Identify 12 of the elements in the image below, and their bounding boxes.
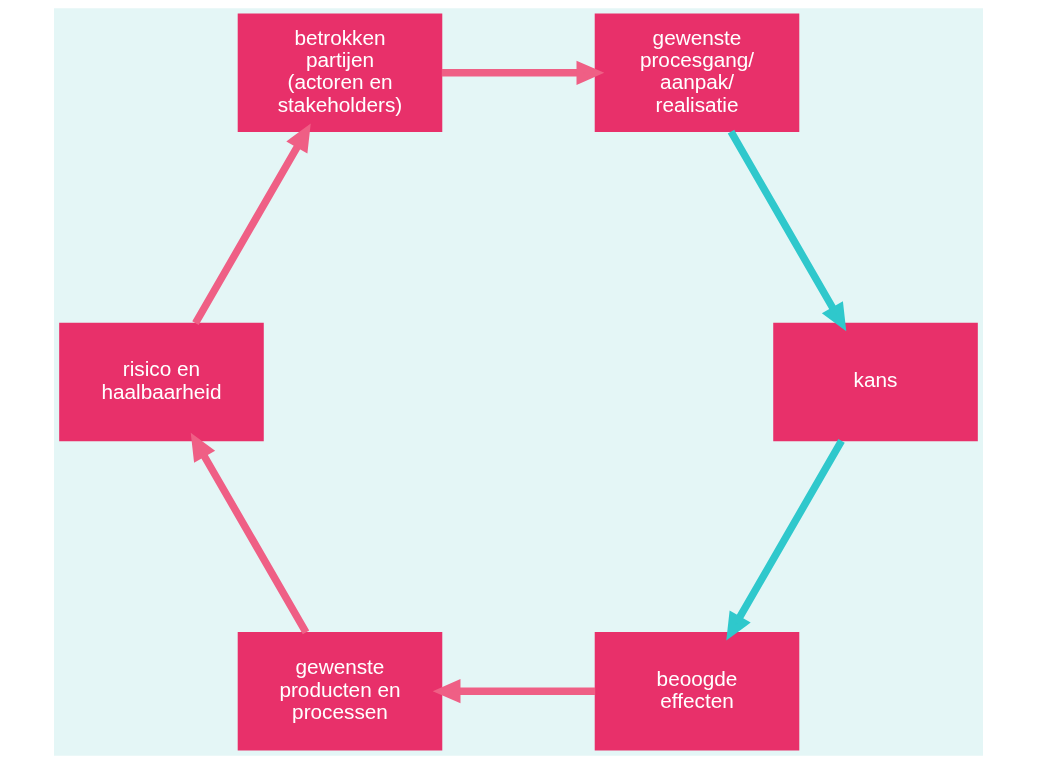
node-box: betrokken partijen (actoren en stakeholders): [237, 13, 443, 133]
node-box: gewenste producten en processen: [237, 631, 443, 751]
node-box: beoogde effecten: [594, 631, 800, 751]
arrow: [432, 679, 596, 704]
arrow: [190, 432, 310, 635]
arrow: [727, 129, 847, 332]
node-box: kans: [773, 322, 978, 442]
node-box: risico en haalbaarheid: [59, 322, 264, 442]
arrow: [441, 60, 605, 85]
node-box: gewenste procesgang/ aanpak/ realisatie: [594, 13, 800, 133]
arrow: [192, 123, 311, 325]
arrow: [726, 439, 845, 641]
